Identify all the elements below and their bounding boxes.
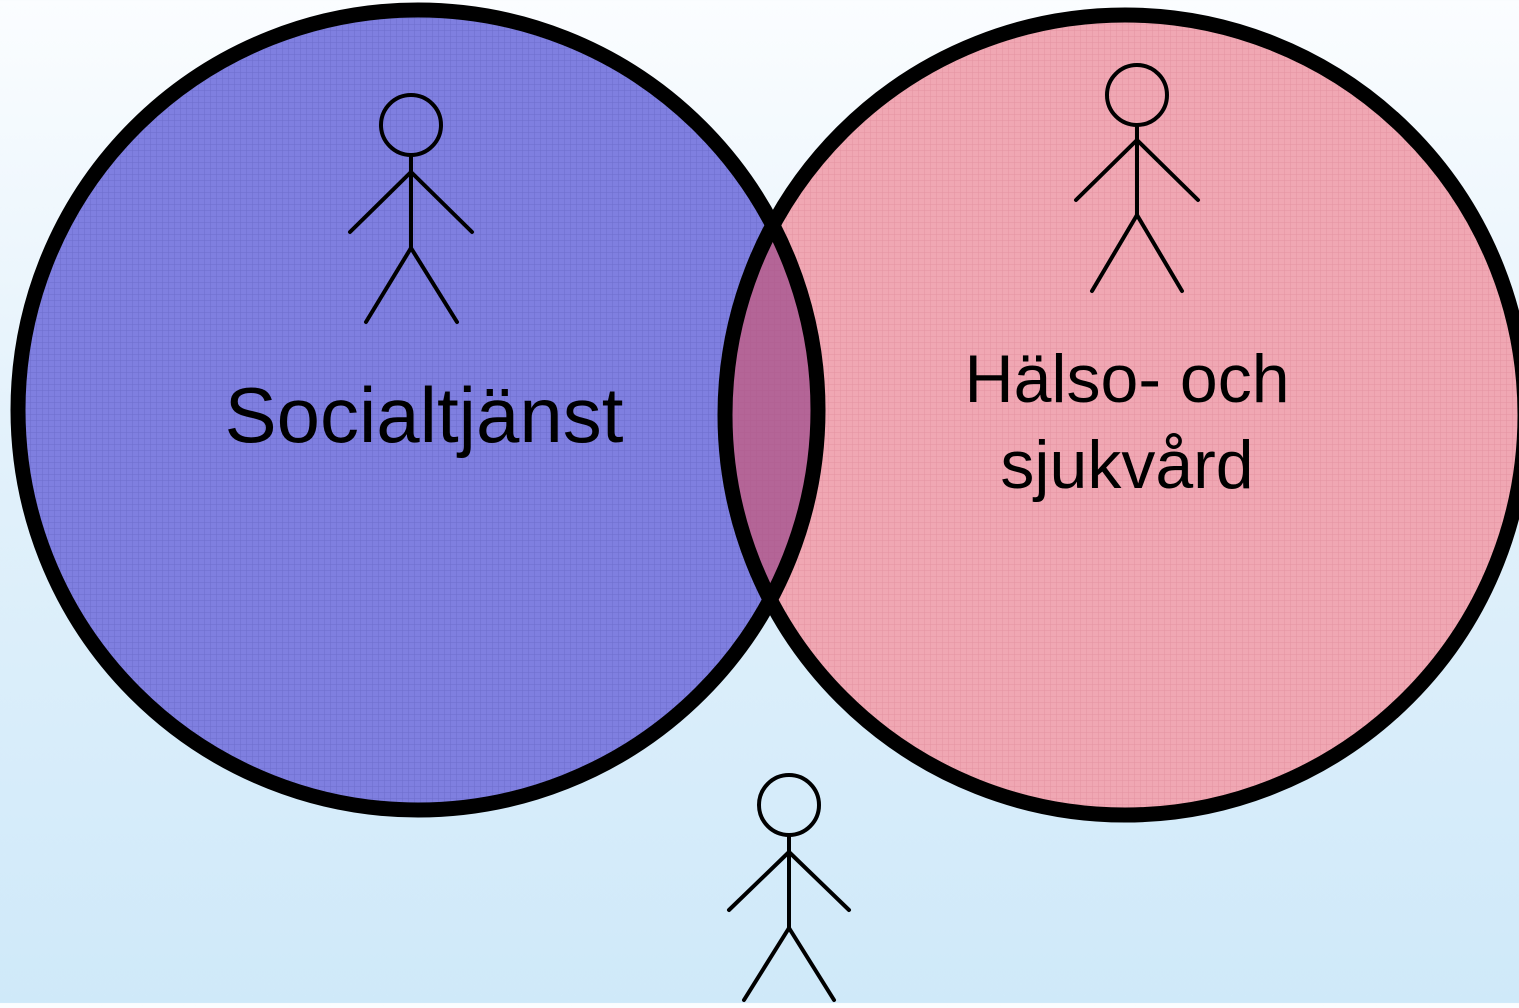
person-icon	[1074, 63, 1200, 293]
circle-socialtjanst	[18, 10, 818, 810]
person-icon	[727, 773, 851, 1002]
circle-socialtjanst-outline	[10, 2, 826, 818]
circle-halso-och-sjukvard-outline	[717, 7, 1519, 823]
circle-halso-och-sjukvard	[725, 15, 1519, 815]
label-halso-och-line2: sjukvård	[1000, 427, 1253, 503]
label-halso-och-line1: Hälso- och	[964, 341, 1289, 417]
label-socialtjanst: Socialtjänst	[225, 371, 624, 459]
person-icon	[348, 93, 474, 324]
